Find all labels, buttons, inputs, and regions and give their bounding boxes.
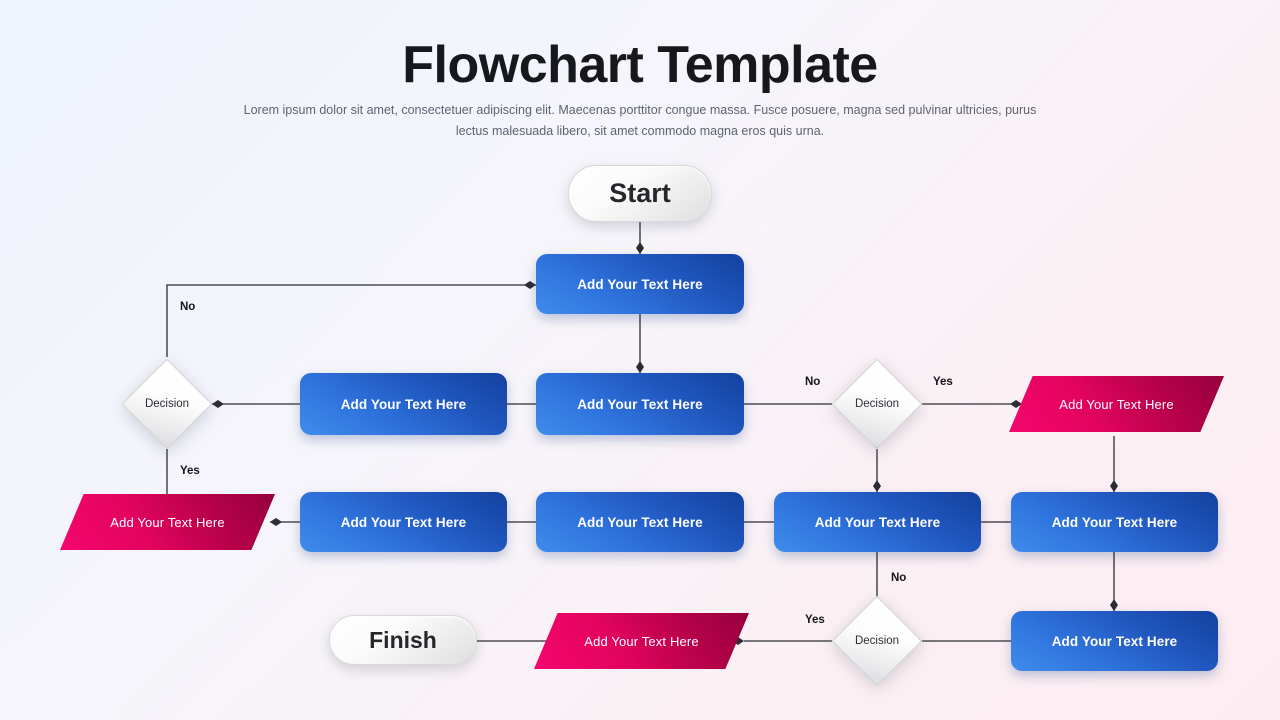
process-node-r2c2[interactable]: Add Your Text Here [300, 373, 507, 435]
edge-label-no-top-left: No [180, 301, 196, 313]
data-node-r2c5[interactable]: Add Your Text Here [1009, 376, 1224, 432]
page-title: Flowchart Template [402, 36, 878, 94]
process-label: Add Your Text Here [1051, 633, 1178, 649]
decision-node-left[interactable]: Decision [121, 358, 213, 450]
process-node-r3c2[interactable]: Add Your Text Here [300, 492, 507, 552]
process-node-r3c4[interactable]: Add Your Text Here [774, 492, 981, 552]
arrow-tip [212, 400, 224, 408]
page-subtitle: Lorem ipsum dolor sit amet, consectetuer… [243, 103, 1037, 138]
finish-label: Finish [369, 626, 437, 653]
process-label: Add Your Text Here [577, 396, 703, 412]
decision-node-mid[interactable]: Decision [831, 358, 923, 450]
arrow-tip [636, 242, 644, 254]
data-label: Add Your Text Here [584, 633, 699, 649]
process-label: Add Your Text Here [577, 514, 703, 530]
process-label: Add Your Text Here [1051, 514, 1178, 530]
process-label: Add Your Text Here [577, 276, 703, 292]
process-node-r3c3[interactable]: Add Your Text Here [536, 492, 744, 552]
process-node-r3c5[interactable]: Add Your Text Here [1011, 492, 1218, 552]
data-node-r3c1[interactable]: Add Your Text Here [60, 494, 275, 550]
edge-label-yes-bottom-left: Yes [805, 614, 825, 626]
process-label: Add Your Text Here [340, 514, 467, 530]
arrow-tip [524, 281, 536, 289]
process-node-r2c3[interactable]: Add Your Text Here [536, 373, 744, 435]
start-label: Start [609, 178, 671, 208]
edge-label-no-mid-left: No [805, 376, 821, 388]
arrow-tip [270, 518, 282, 526]
process-node-r1c3[interactable]: Add Your Text Here [536, 254, 744, 314]
decision-label: Decision [854, 635, 900, 647]
arrow-tip [873, 480, 881, 492]
process-label: Add Your Text Here [814, 514, 941, 530]
data-label: Add Your Text Here [1059, 396, 1174, 412]
edge-r1c3-to-decision-left [166, 284, 536, 357]
start-node[interactable]: Start [568, 165, 712, 222]
data-node-r4c3[interactable]: Add Your Text Here [534, 613, 749, 669]
decision-label: Decision [854, 398, 900, 410]
process-node-r4c5[interactable]: Add Your Text Here [1011, 611, 1218, 671]
decision-label: Decision [144, 398, 190, 410]
arrow-tip [1010, 400, 1022, 408]
decision-node-bottom[interactable]: Decision [831, 595, 923, 687]
edge-label-yes-left-down: Yes [180, 465, 200, 477]
arrow-tip [1110, 599, 1118, 611]
edge-label-no-bottom-up: No [891, 572, 907, 584]
finish-node[interactable]: Finish [329, 615, 477, 665]
arrow-tip [1110, 480, 1118, 492]
process-label: Add Your Text Here [340, 396, 467, 412]
arrow-tip [636, 361, 644, 373]
edge-label-yes-mid-right: Yes [933, 376, 953, 388]
data-label: Add Your Text Here [110, 514, 225, 530]
